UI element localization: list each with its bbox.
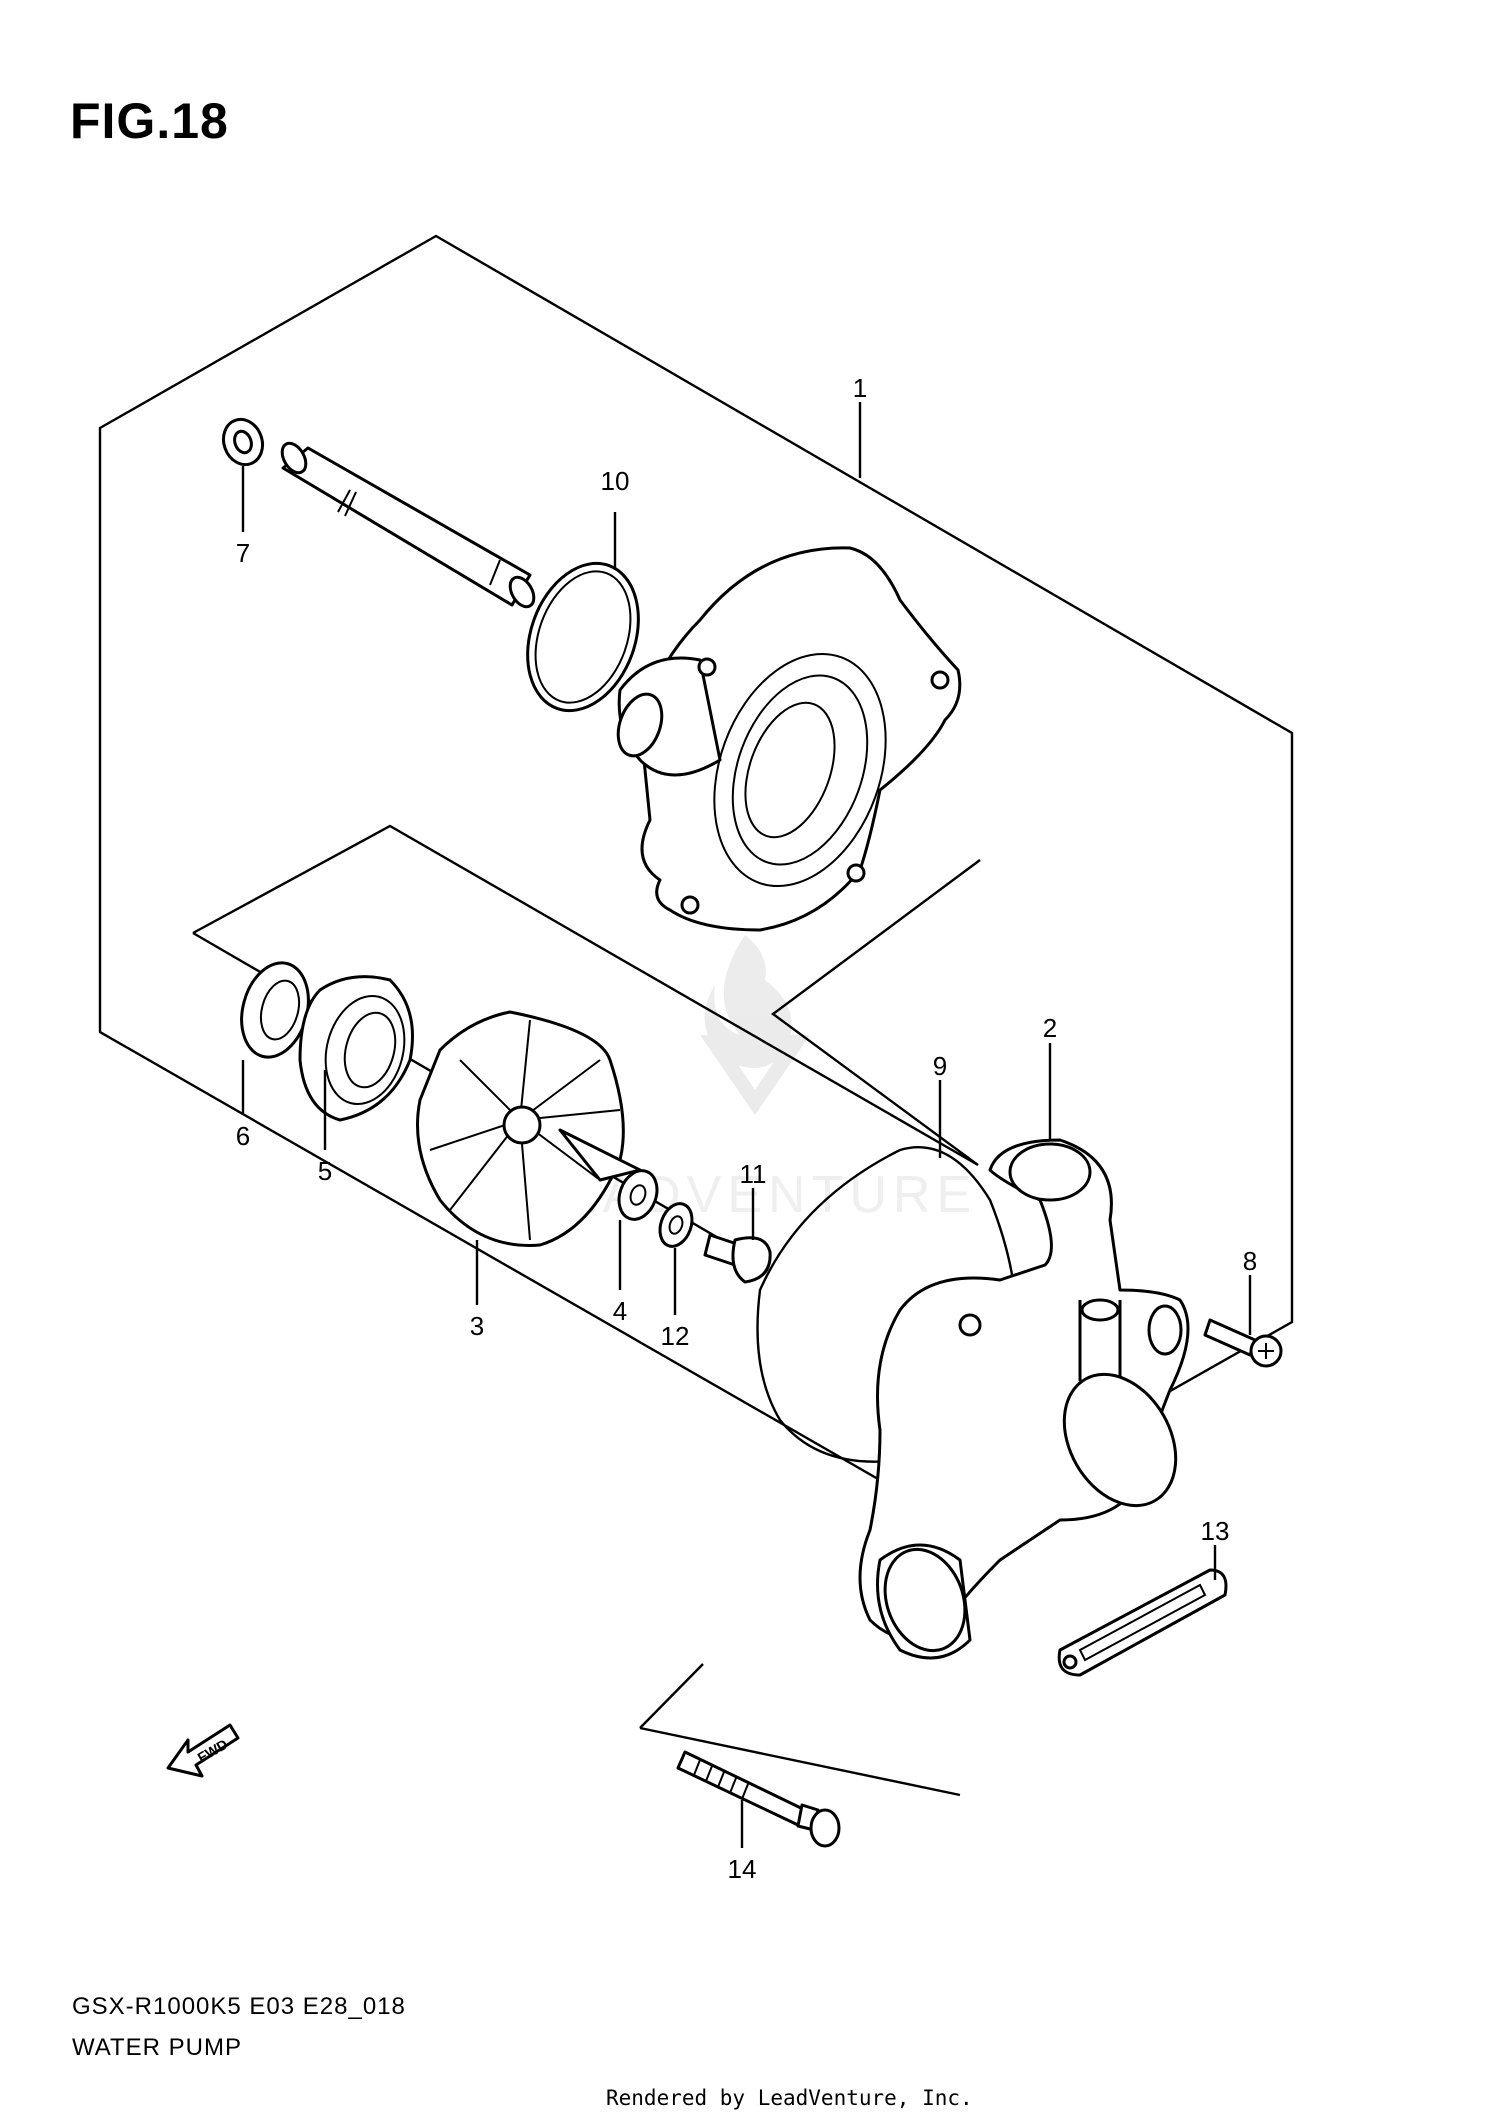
- part-5-mechanical-seal: [298, 975, 414, 1122]
- part-11-bolt: [703, 1233, 772, 1284]
- part-3-impeller: [416, 1010, 642, 1247]
- lower-bolt-boundary: [639, 1663, 961, 1797]
- part-6-oil-seal: [240, 961, 310, 1059]
- part-4-washer: [617, 1169, 659, 1221]
- callout-13: 13: [1201, 1516, 1230, 1546]
- part-8-screw: [1203, 1318, 1283, 1368]
- callout-8: 8: [1243, 1246, 1257, 1276]
- leader-lines: [241, 402, 1252, 1848]
- part-10-o-ring: [526, 561, 640, 713]
- part-14-long-bolt: [676, 1750, 841, 1848]
- figure-title: FIG.18: [70, 93, 229, 149]
- callout-5: 5: [318, 1156, 332, 1186]
- callout-3: 3: [470, 1311, 484, 1341]
- callout-10: 10: [601, 466, 630, 496]
- pump-shaft: [280, 441, 536, 609]
- figure-caption: WATER PUMP: [72, 2034, 242, 2061]
- callout-4: 4: [613, 1296, 627, 1326]
- callout-7: 7: [236, 538, 250, 568]
- assembly-boundary-frame: [98, 234, 1294, 1520]
- callout-1: 1: [853, 373, 867, 403]
- rendered-by-credit: Rendered by LeadVenture, Inc.: [606, 2086, 973, 2110]
- callout-9: 9: [933, 1051, 947, 1081]
- callout-12: 12: [661, 1321, 690, 1351]
- forward-direction-arrow: FWD: [166, 1723, 240, 1778]
- part-12-washer: [658, 1202, 694, 1248]
- callout-14: 14: [728, 1854, 757, 1884]
- callout-6: 6: [236, 1121, 250, 1151]
- model-code: GSX-R1000K5 E03 E28_018: [72, 1993, 406, 2020]
- callout-2: 2: [1043, 1013, 1057, 1043]
- part-7-washer: [221, 417, 265, 467]
- part-1-pump-housing-cover: [616, 546, 962, 932]
- part-13-hose-clamp: [1057, 1568, 1228, 1677]
- callout-11: 11: [740, 1159, 767, 1189]
- part-2-water-pump-body: [858, 1138, 1190, 1660]
